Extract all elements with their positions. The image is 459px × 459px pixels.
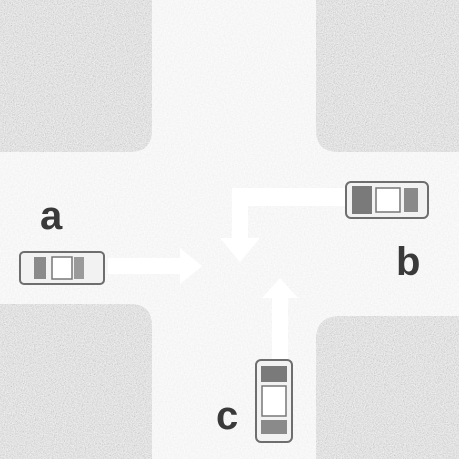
vehicle-b-car — [346, 182, 428, 218]
block-bottom-right — [316, 316, 459, 459]
vehicle-a-car — [20, 252, 104, 284]
block-top-left — [0, 0, 152, 152]
vehicle-c-car — [256, 360, 292, 442]
vehicle-c-label: c — [216, 396, 238, 436]
block-top-right — [316, 0, 459, 152]
vehicle-a-label: a — [40, 196, 62, 236]
block-bottom-left — [0, 304, 152, 459]
vehicle-b-label: b — [396, 242, 420, 282]
